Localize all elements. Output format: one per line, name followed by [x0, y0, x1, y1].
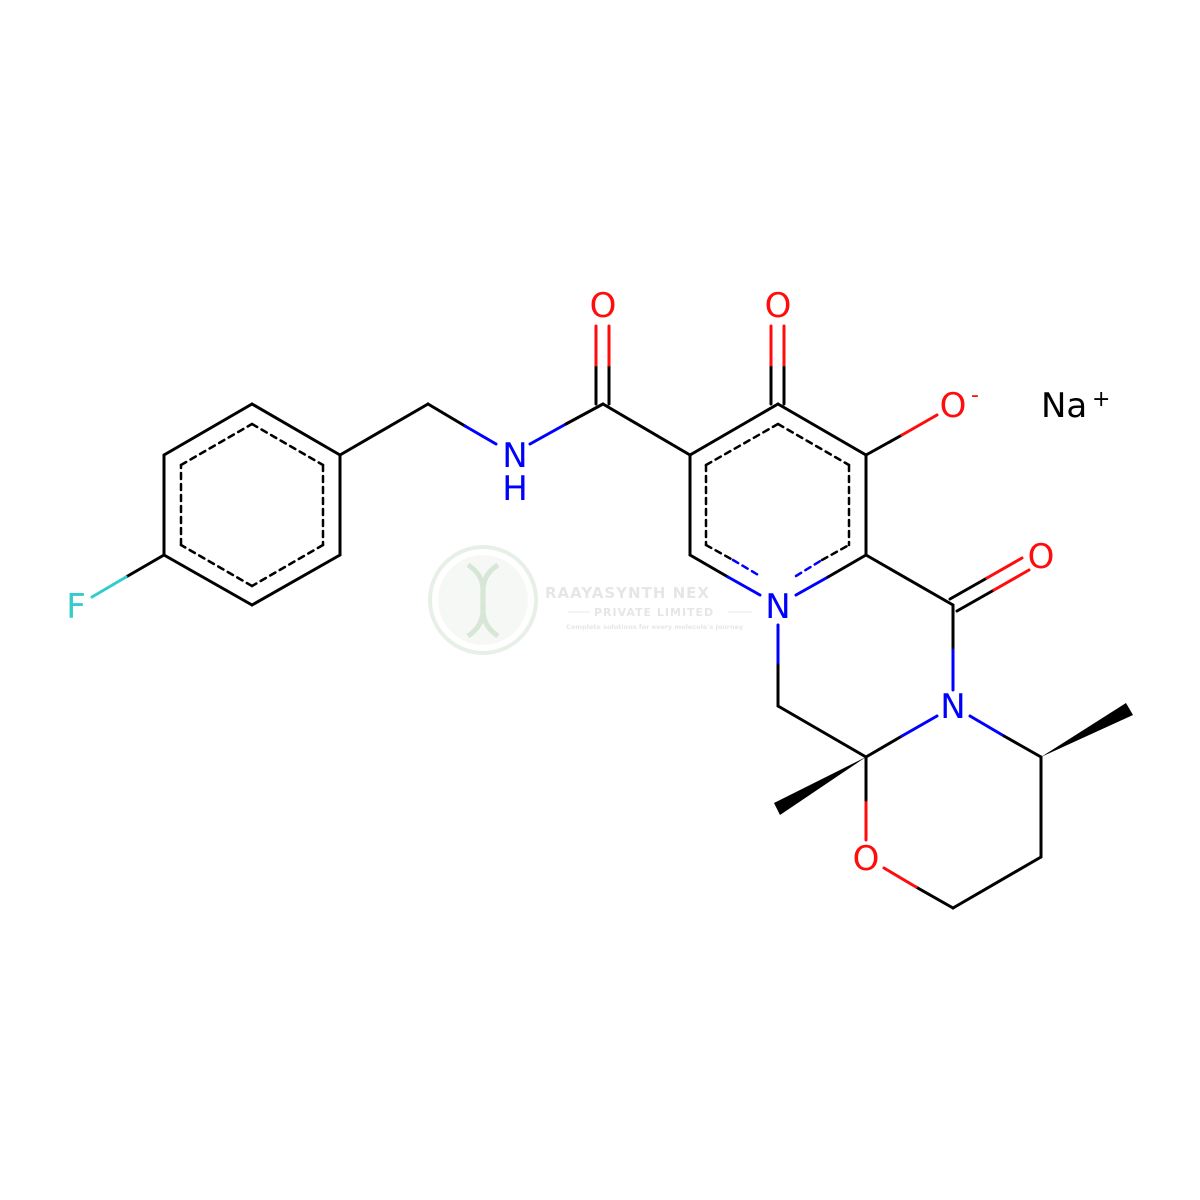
bond-lactam-co-a: [948, 576, 989, 601]
wedge-bond-methyl-left: [774, 757, 866, 815]
atom-n-ring: N: [765, 587, 790, 627]
bond-ring-ch2: [338, 402, 430, 457]
dna-helix-icon: [466, 562, 500, 639]
bond-n-carbonyl-nitrogen: [528, 422, 568, 446]
bond-ring-c-n: [688, 553, 730, 579]
bond-ring-c-n-nitrogen: [726, 575, 762, 597]
bond-n-chme: [1002, 734, 1043, 759]
bond-ring-lactam-c: [864, 553, 955, 607]
atom-fluorine: F: [66, 587, 86, 627]
bond-ch2-o: [914, 885, 955, 910]
atom-o-anion: O: [940, 386, 967, 426]
bond-ch2-ch2: [951, 855, 1043, 910]
bond-cquat-n-nitrogen: [900, 714, 939, 738]
atom-o-anion-charge: -: [971, 383, 979, 408]
pyridinone-aromatic-inner: [704, 422, 851, 578]
bond-c-oanion: [864, 433, 904, 457]
fluorophenyl-aromatic-inner: [179, 422, 325, 588]
watermark-company: RAAYASYNTH NEX: [545, 584, 710, 602]
atom-n-lactam: N: [940, 687, 965, 727]
atom-o-lactam: O: [1028, 537, 1055, 577]
atom-o-amide: O: [590, 286, 617, 326]
bonds: [90, 324, 1043, 910]
wedge-bond-methyl-right: [1041, 703, 1133, 757]
atom-n-amide-h: H: [502, 469, 528, 509]
bond-ring-n-c: [826, 553, 868, 579]
bond-c-f: [124, 553, 166, 579]
bond-ch2-o-oxygen: [882, 866, 918, 889]
pyridinone-ring: [688, 402, 868, 557]
atom-labels: O O O - O N H N N O F Na +: [66, 286, 1110, 879]
bond-carbonyl-ring: [601, 402, 692, 457]
bond-n-chme-nitrogen: [968, 714, 1006, 738]
bond-cquat-n: [864, 734, 904, 759]
watermark-tagline: Complete solutions for every molecule's …: [566, 623, 744, 631]
bond-lactam-co-a-oxygen: [985, 556, 1024, 580]
bond-ch2-n: [426, 402, 467, 428]
bond-lactam-co-b-oxygen: [992, 568, 1031, 592]
atom-n-amide: N: [502, 436, 527, 476]
atom-o-ketone: O: [765, 286, 792, 326]
fluorophenyl-ring: [162, 402, 342, 607]
bond-lactam-co-b: [955, 588, 996, 613]
atom-sodium-charge: +: [1092, 387, 1110, 412]
bond-ch2-cquat: [776, 704, 868, 759]
bond-n-carbonyl: [564, 402, 605, 426]
watermark-subtitle: PRIVATE LIMITED: [594, 606, 714, 619]
atom-sodium: Na: [1041, 386, 1087, 426]
bond-c-oanion-oxygen: [900, 413, 939, 437]
bond-c-f-fluorine: [90, 575, 128, 599]
atom-o-ether: O: [853, 839, 880, 879]
watermark-logo-ring: [428, 545, 538, 655]
bond-ring-n-c-nitrogen: [794, 575, 830, 597]
bond-ch2-n-nitrogen: [463, 424, 498, 446]
watermark: RAAYASYNTH NEX PRIVATE LIMITED Complete …: [428, 545, 752, 655]
